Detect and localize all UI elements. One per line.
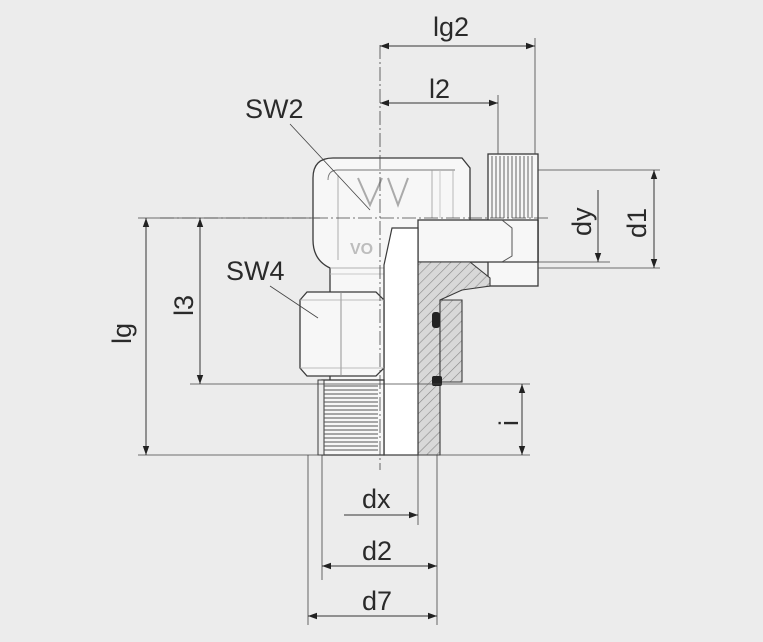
- extension-lines: [138, 38, 660, 625]
- label-d7: d7: [362, 586, 392, 616]
- seal-ring-lower: [432, 376, 442, 386]
- section-cut: [383, 227, 491, 456]
- label-d2: d2: [362, 536, 392, 566]
- leader-lines: [269, 123, 371, 319]
- center-lines: [160, 45, 548, 470]
- label-dy: dy: [567, 207, 597, 236]
- label-sw4: SW4: [226, 256, 285, 286]
- hex-nut: [299, 291, 385, 377]
- body-logo: VO: [350, 241, 373, 258]
- label-d1: d1: [622, 208, 652, 238]
- label-lg2: lg2: [433, 12, 469, 42]
- label-sw2: SW2: [245, 94, 304, 124]
- label-i: i: [494, 420, 524, 426]
- bottom-thread-stud: [317, 379, 385, 456]
- label-dx: dx: [362, 484, 391, 514]
- seal-ring-upper: [432, 312, 440, 328]
- dimension-labels: lg2 l2 SW2 SW4 dy d1 l3 lg i dx d2 d7: [107, 12, 652, 616]
- dimension-lines: [142, 42, 658, 620]
- label-l2: l2: [429, 74, 450, 104]
- label-l3: l3: [169, 295, 199, 316]
- right-thread-stub: [417, 153, 539, 287]
- label-lg: lg: [107, 323, 137, 344]
